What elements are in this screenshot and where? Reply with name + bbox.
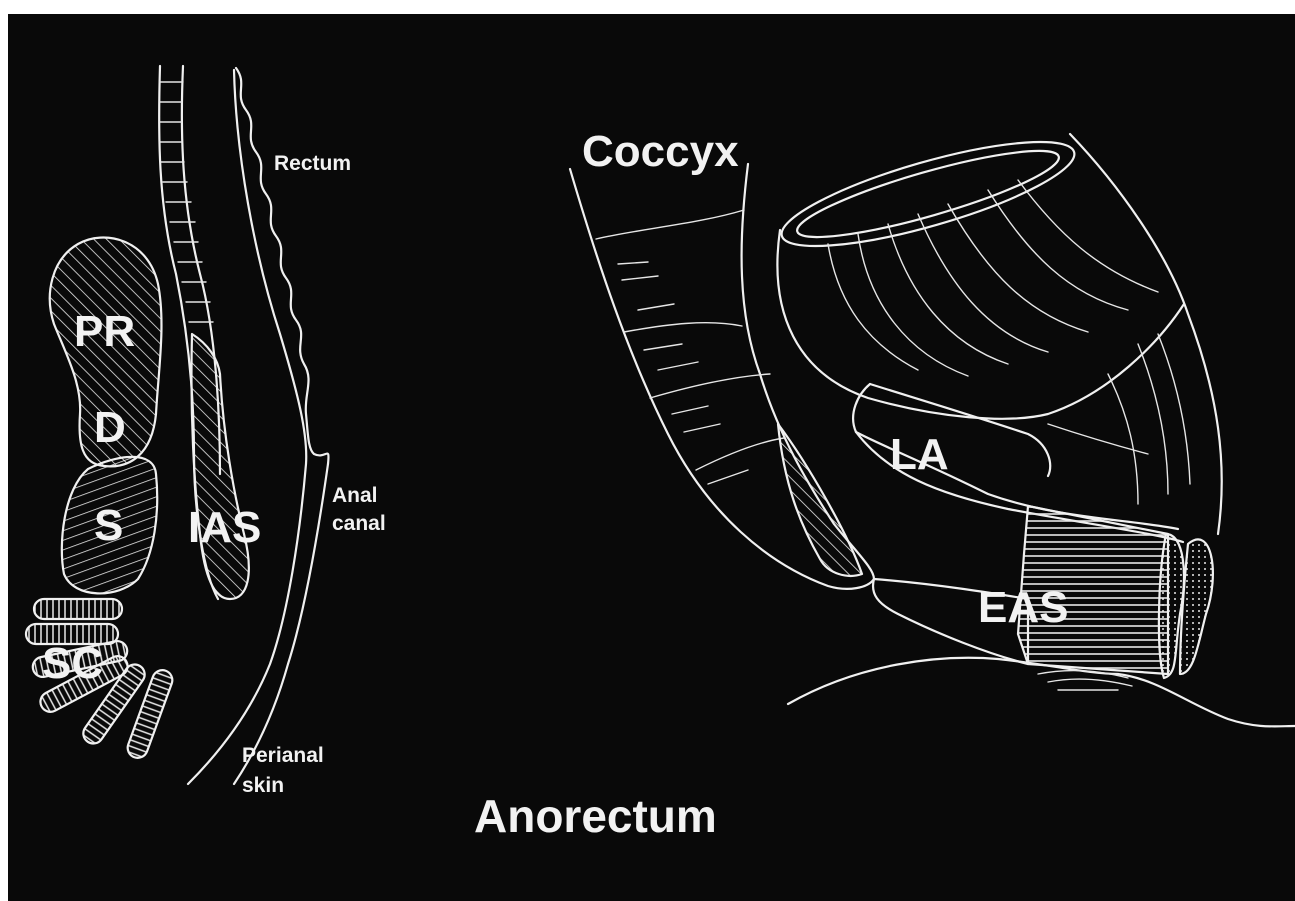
right-3d-view: Coccyx LA EAS xyxy=(570,121,1295,726)
rectum-label: Rectum xyxy=(274,152,351,175)
rectal-mucosa xyxy=(236,68,328,464)
eas-outer-cap xyxy=(1180,539,1213,674)
internal-anal-sphincter xyxy=(191,334,248,599)
pr-label: PR xyxy=(74,307,135,356)
coccyx-segments xyxy=(596,210,784,484)
anorectum-diagram: PR D S SC IAS Rectum Anal canal Perianal… xyxy=(8,14,1295,901)
ias-label: IAS xyxy=(188,503,261,552)
sc-label: SC xyxy=(42,639,103,688)
diagram-canvas: PR D S SC IAS Rectum Anal canal Perianal… xyxy=(8,14,1295,901)
anal-canal-label-line2: canal xyxy=(332,512,386,535)
eas-label: EAS xyxy=(978,583,1068,632)
perianal-skin-label-line2: skin xyxy=(242,774,284,797)
rectal-body xyxy=(777,230,1184,419)
d-label: D xyxy=(94,403,126,452)
perineum-surface xyxy=(788,658,1295,727)
left-cross-section: PR D S SC IAS Rectum Anal canal Perianal… xyxy=(26,66,386,797)
coccyx-tip-hatch xyxy=(778,424,862,576)
anal-canal-label-line1: Anal xyxy=(332,484,378,507)
pelvic-rim-outer xyxy=(773,121,1083,266)
rectal-back-wall xyxy=(1070,134,1222,534)
figure-title: Anorectum xyxy=(474,790,717,842)
perianal-skin-label-line1: Perianal xyxy=(242,744,324,767)
coccyx-label: Coccyx xyxy=(582,127,739,176)
s-label: S xyxy=(94,501,123,550)
la-label: LA xyxy=(890,430,949,479)
circular-muscle-hatching xyxy=(160,82,213,322)
